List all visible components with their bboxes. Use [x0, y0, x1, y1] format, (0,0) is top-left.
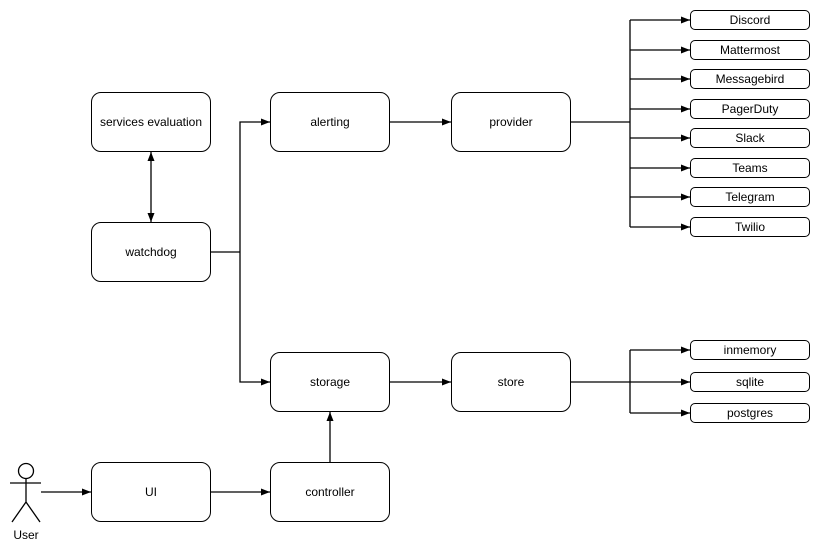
node-provider-mattermost: Mattermost: [690, 40, 810, 60]
node-provider-teams: Teams: [690, 158, 810, 178]
node-store: store: [451, 352, 571, 412]
user-actor-icon: [10, 462, 41, 523]
node-provider-telegram: Telegram: [690, 187, 810, 207]
node-provider-discord: Discord: [690, 10, 810, 30]
user-actor-label: User: [13, 528, 39, 542]
edge-watchdog-storage: [239, 252, 270, 386]
node-services-evaluation: services evaluation: [91, 92, 211, 152]
node-store-inmemory: inmemory: [690, 340, 810, 360]
node-provider-messagebird: Messagebird: [690, 69, 810, 89]
node-provider-pagerduty: PagerDuty: [690, 99, 810, 119]
node-provider-twilio: Twilio: [690, 217, 810, 237]
node-controller: controller: [270, 462, 390, 522]
node-store-sqlite: sqlite: [690, 372, 810, 392]
node-provider-slack: Slack: [690, 128, 810, 148]
edge-provider-trunk: [571, 20, 631, 227]
edge-store-trunk: [571, 350, 631, 413]
node-ui: UI: [91, 462, 211, 522]
node-watchdog: watchdog: [91, 222, 211, 282]
node-alerting: alerting: [270, 92, 390, 152]
node-storage: storage: [270, 352, 390, 412]
node-store-postgres: postgres: [690, 403, 810, 423]
node-provider: provider: [451, 92, 571, 152]
edge-watchdog-alerting: [239, 118, 270, 252]
